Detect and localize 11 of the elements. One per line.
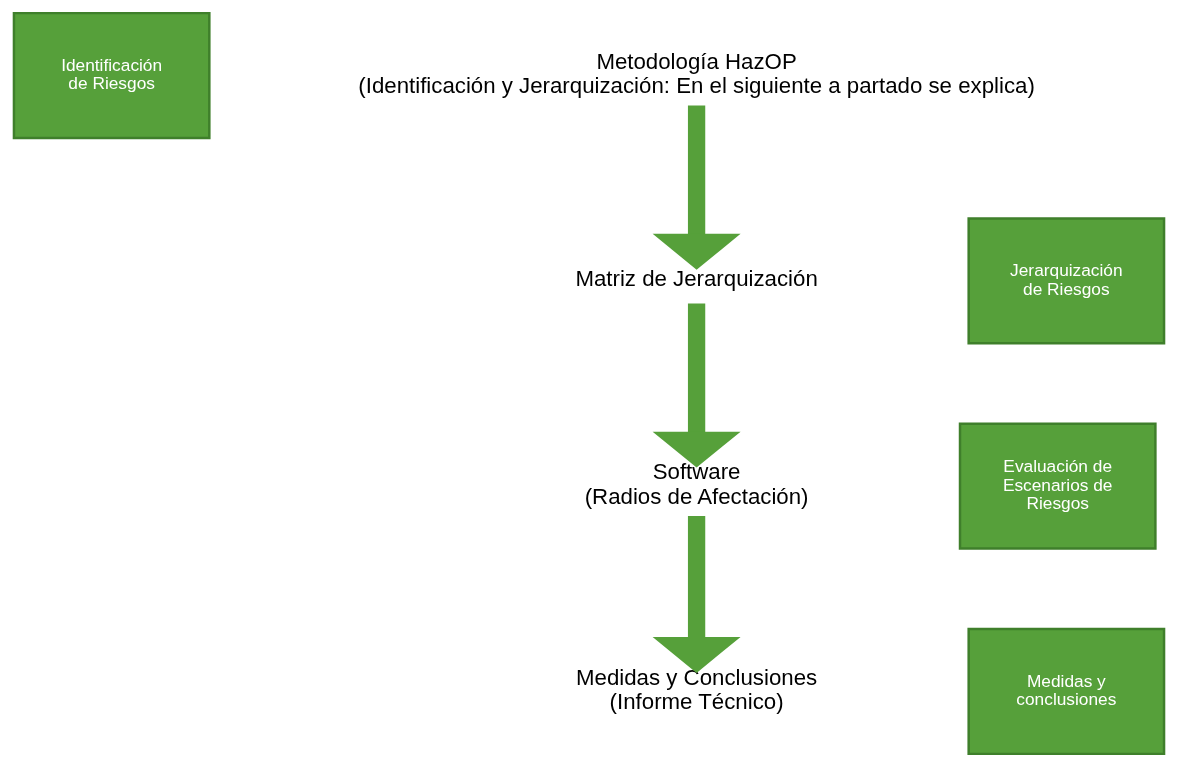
arrow bbox=[652, 516, 741, 673]
arrow bbox=[652, 303, 741, 468]
node-text: Metodología HazOP (Identificación y Jerarquización: En el siguiente a partado se explica) bbox=[358, 48, 1035, 99]
node-box: Medidas y conclusiones bbox=[967, 627, 1166, 756]
node-box: Jerarquización de Riesgos bbox=[967, 217, 1166, 345]
node-text: Software (Radios de Afectación) bbox=[584, 459, 809, 509]
node-box: Identificación de Riesgos bbox=[12, 11, 211, 140]
node-text: Matriz de Jerarquización bbox=[575, 266, 818, 292]
node-box: Evaluación de Escenarios de Riesgos bbox=[958, 422, 1157, 550]
arrow bbox=[652, 105, 741, 270]
node-text: Medidas y Conclusiones (Informe Técnico) bbox=[576, 664, 818, 715]
